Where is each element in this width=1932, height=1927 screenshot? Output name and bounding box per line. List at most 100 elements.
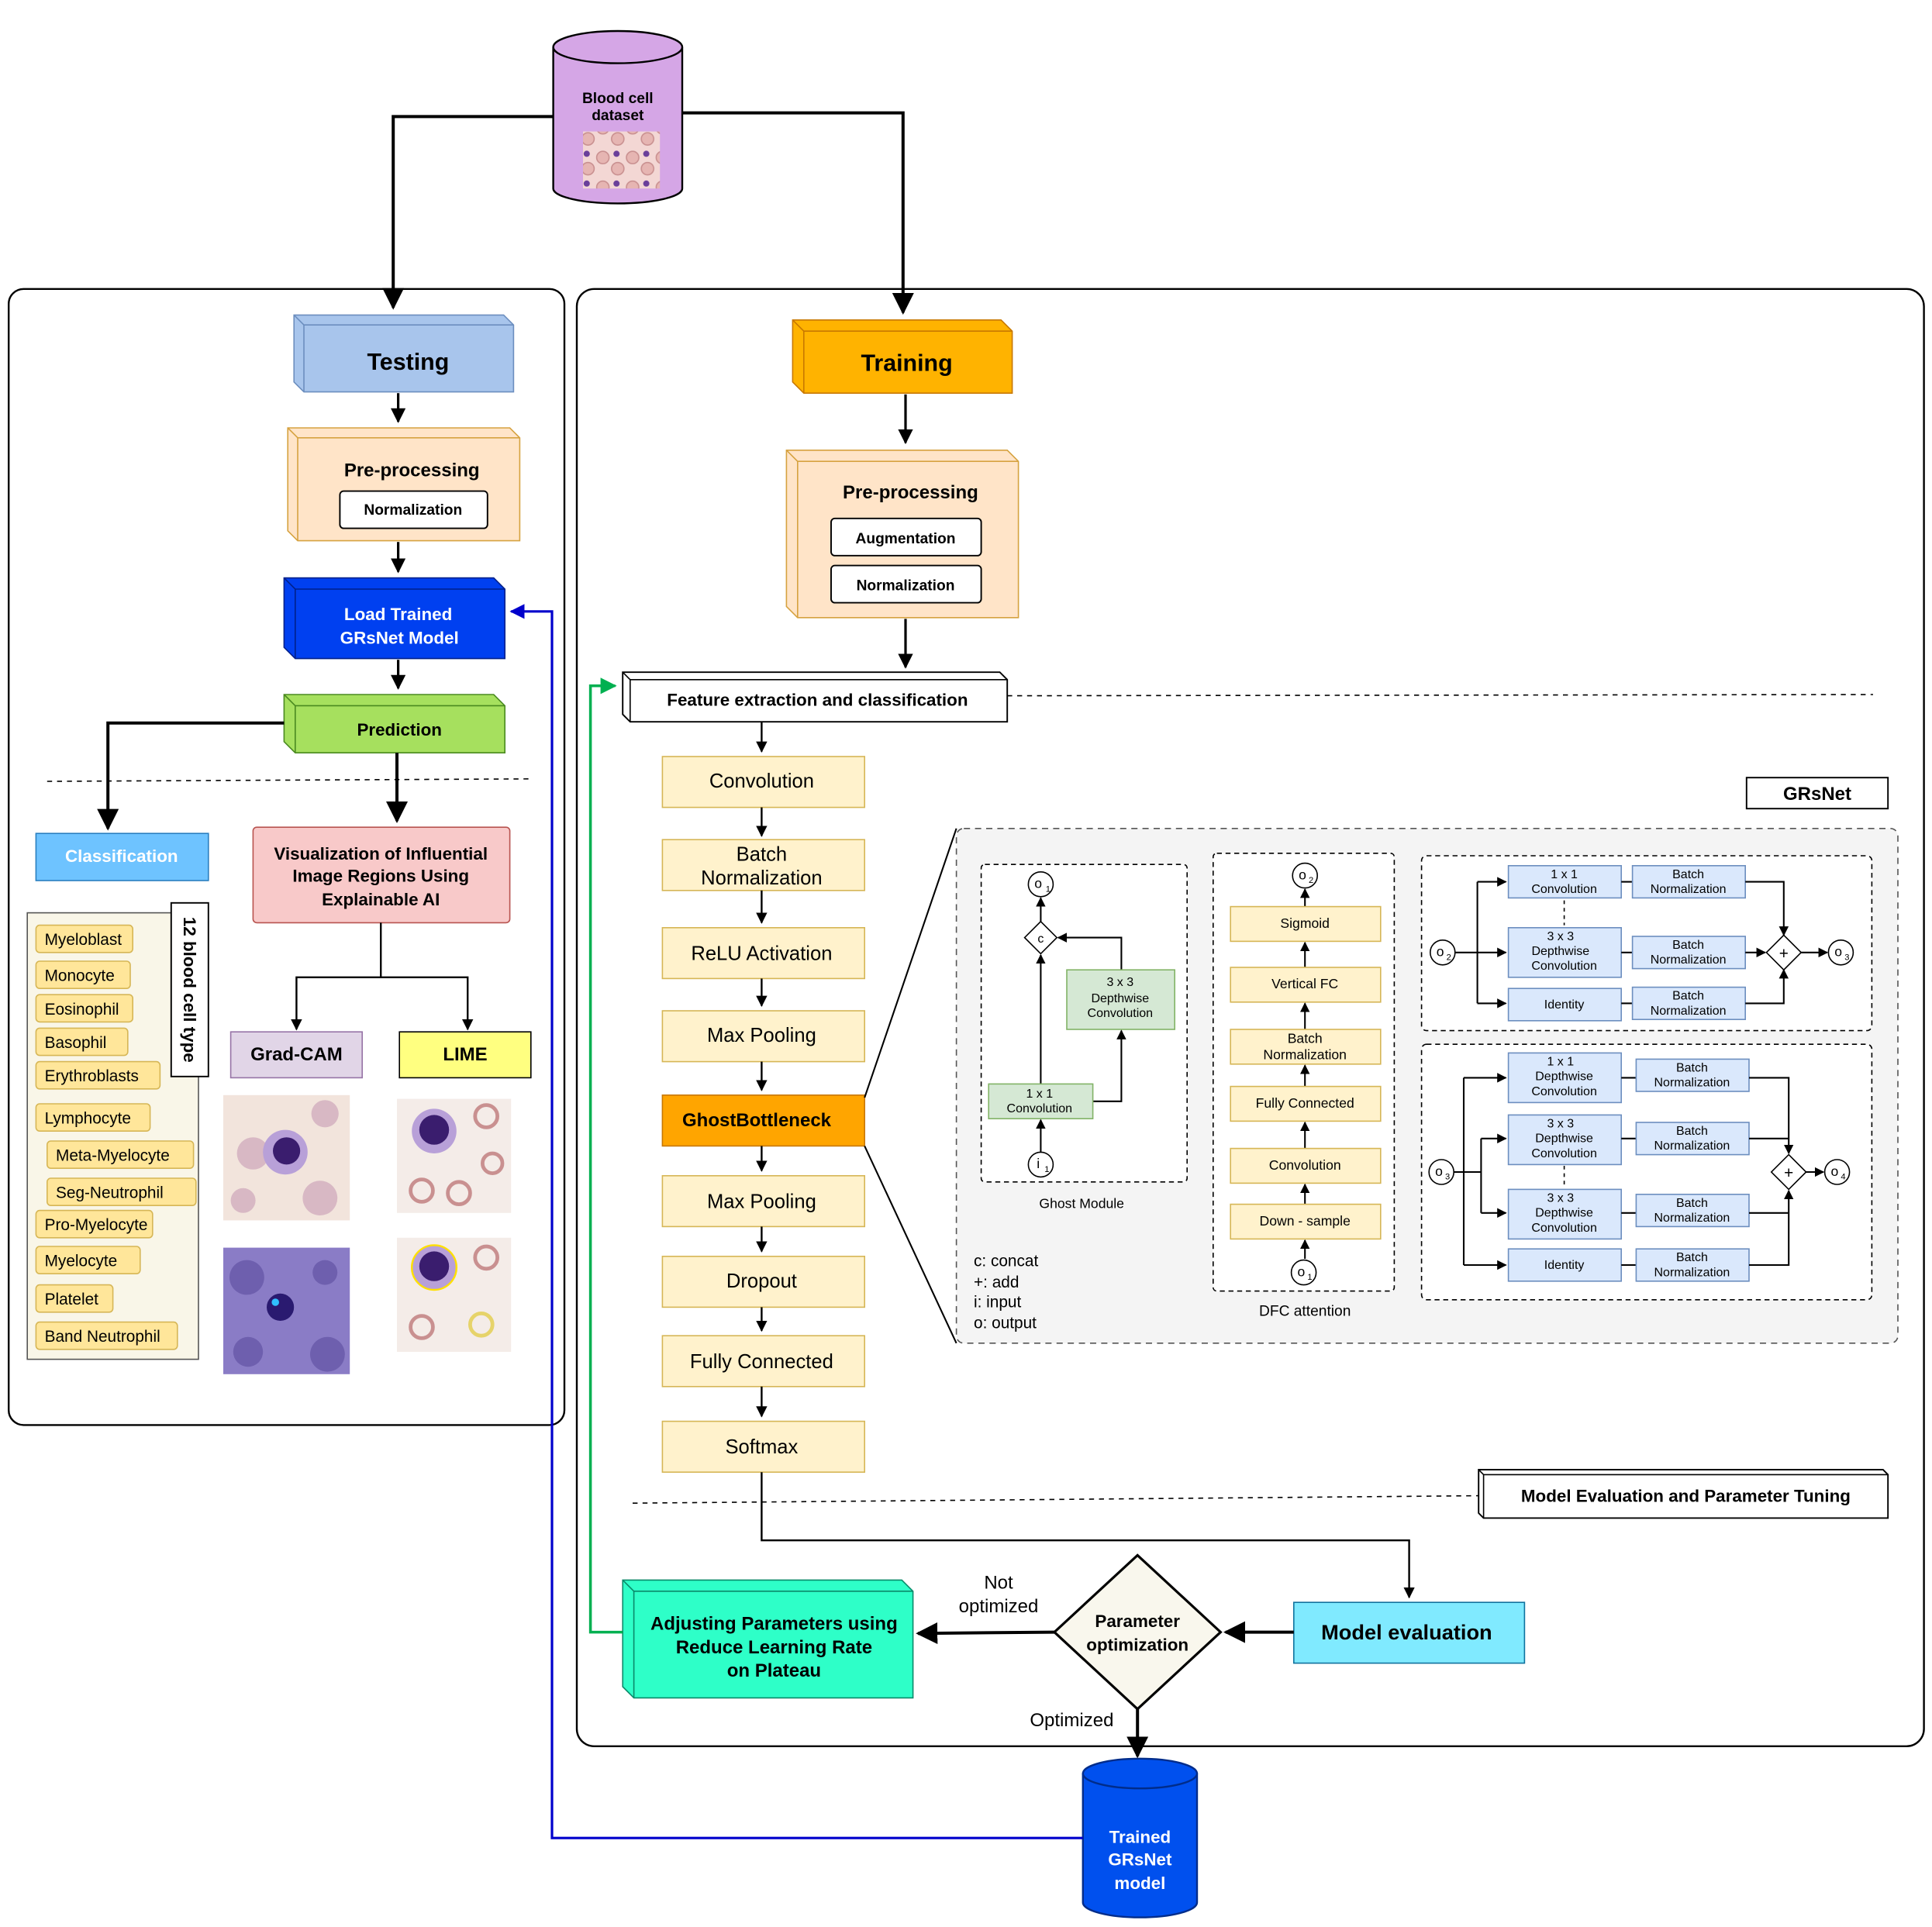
not-optimized-label-1: Not bbox=[984, 1573, 1013, 1594]
gradcam-box: Grad-CAM bbox=[229, 1031, 364, 1079]
ghost-conv-line1: 1 x 1 bbox=[1026, 1088, 1053, 1101]
classification-label: Classification bbox=[65, 846, 178, 866]
cell-type-label: Seg-Neutrophil bbox=[56, 1184, 164, 1202]
testing-box: Testing bbox=[293, 314, 515, 393]
cell-type-label: Lymphocyte bbox=[45, 1110, 131, 1128]
dfc-bn-line2: Normalization bbox=[1263, 1046, 1347, 1062]
parameter-optimization-diamond: Parameter optimization bbox=[1052, 1553, 1223, 1711]
block2-output-node: o bbox=[1831, 1163, 1839, 1179]
block2-bn3-line2: Normalization bbox=[1654, 1212, 1730, 1225]
cell-type-chip bbox=[35, 1246, 141, 1275]
block2-conv-line1: 1 x 1 bbox=[1547, 1055, 1574, 1068]
layer-batch-norm-line2: Normalization bbox=[701, 867, 822, 889]
cell-type-chip bbox=[35, 994, 134, 1023]
lime-box: LIME bbox=[398, 1031, 532, 1079]
evaluation-section-label: Model Evaluation and Parameter Tuning bbox=[1521, 1487, 1851, 1506]
dfc-sigmoid: Sigmoid bbox=[1280, 915, 1330, 931]
block2-dw2-line2: Depthwise bbox=[1535, 1207, 1593, 1220]
cell-type-label: Meta-Myelocyte bbox=[56, 1147, 170, 1165]
block1-identity: Identity bbox=[1544, 998, 1585, 1012]
trained-model-cylinder: Trained GRsNet model bbox=[1082, 1757, 1199, 1918]
layer-fully-connected: Fully Connected bbox=[690, 1351, 833, 1373]
dataset-thumbnail bbox=[583, 131, 661, 189]
dataset-label-2: dataset bbox=[592, 108, 644, 124]
legend-output: o: output bbox=[974, 1315, 1037, 1332]
adjusting-parameters-box: Adjusting Parameters using Reduce Learni… bbox=[622, 1579, 914, 1699]
ghost-dw-line3: Convolution bbox=[1088, 1007, 1154, 1020]
trained-model-label-1: Trained bbox=[1109, 1828, 1171, 1847]
block2-bn2-line2: Normalization bbox=[1654, 1139, 1730, 1153]
block1-bn3-line1: Batch bbox=[1672, 990, 1704, 1003]
cell-type-chip bbox=[35, 1209, 154, 1239]
adjusting-label-3: on Plateau bbox=[727, 1660, 821, 1681]
adjusting-label-2: Reduce Learning Rate bbox=[676, 1637, 872, 1658]
layer-relu: ReLU Activation bbox=[691, 943, 832, 964]
cell-type-list: MyeloblastMonocyteEosinophilBasophilEryt… bbox=[35, 924, 197, 1350]
feature-extraction-label: Feature extraction and classification bbox=[667, 690, 968, 709]
ghost-module-label: Ghost Module bbox=[1039, 1195, 1124, 1211]
block1-dw-line2: Depthwise bbox=[1531, 945, 1589, 958]
ghost-dw-line2: Depthwise bbox=[1091, 992, 1149, 1005]
prediction-box: Prediction bbox=[283, 694, 506, 754]
block1-add-node: + bbox=[1779, 945, 1789, 963]
cell-type-chip bbox=[35, 1027, 129, 1057]
visualization-label-3: Explainable AI bbox=[322, 890, 440, 909]
cell-types-label-box: 12 blood cell type bbox=[170, 901, 209, 1077]
load-model-label-2: GRsNet Model bbox=[340, 628, 459, 647]
block1-output-sub: 3 bbox=[1844, 953, 1849, 962]
legend: c: concat +: add i: input o: output bbox=[974, 1253, 1038, 1332]
visualization-label-2: Image Regions Using bbox=[292, 867, 469, 886]
evaluation-section-box: Model Evaluation and Parameter Tuning bbox=[1478, 1469, 1889, 1519]
block1-dw-line3: Convolution bbox=[1531, 960, 1597, 973]
cell-type-chip bbox=[47, 1140, 195, 1170]
cell-type-label: Eosinophil bbox=[45, 1001, 119, 1019]
testing-preprocessing-box: Pre-processing Normalization bbox=[287, 427, 521, 542]
trained-model-link-arrow bbox=[509, 604, 1083, 1839]
prediction-label: Prediction bbox=[357, 720, 441, 739]
cell-type-chip bbox=[35, 1321, 178, 1350]
block2-dw1-line2: Depthwise bbox=[1535, 1132, 1593, 1146]
feedback-loop-arrow bbox=[588, 677, 623, 1634]
block1-bn2-line1: Batch bbox=[1672, 939, 1704, 952]
ghost-module: o 1 c 3 x 3 Depthwise Convolution 1 x 1 … bbox=[980, 864, 1189, 1211]
block1-conv-line2: Convolution bbox=[1531, 883, 1597, 896]
block1-bn3-line2: Normalization bbox=[1651, 1005, 1727, 1018]
dfc-output-sub: 2 bbox=[1309, 876, 1313, 885]
cell-type-label: Basophil bbox=[45, 1034, 107, 1052]
cell-type-label: Erythroblasts bbox=[45, 1067, 139, 1085]
dataset-label-1: Blood cell bbox=[582, 91, 654, 107]
training-title: Training bbox=[861, 350, 952, 376]
layer-max-pooling-1: Max Pooling bbox=[707, 1025, 816, 1046]
cell-type-chip bbox=[35, 1060, 161, 1090]
ghost-concat-node: c bbox=[1037, 932, 1044, 946]
testing-preprocessing-title: Pre-processing bbox=[344, 460, 480, 481]
cell-type-label: Monocyte bbox=[45, 967, 115, 985]
visualization-label-1: Visualization of Influential bbox=[274, 844, 488, 864]
cell-type-chip bbox=[35, 960, 131, 990]
classification-box: Classification bbox=[35, 833, 209, 881]
dfc-attention: o 2 Sigmoid Vertical FC Batch Normalizat… bbox=[1213, 853, 1396, 1320]
block2-dw1-line1: 3 x 3 bbox=[1547, 1117, 1574, 1130]
dfc-bn-line1: Batch bbox=[1288, 1031, 1323, 1046]
not-optimized-label-2: optimized bbox=[959, 1596, 1039, 1617]
training-augmentation: Augmentation bbox=[856, 531, 956, 547]
block1-bn1-line2: Normalization bbox=[1651, 883, 1727, 896]
block1-output-node: o bbox=[1834, 944, 1842, 960]
layer-stack: Convolution Batch Normalization ReLU Act… bbox=[661, 722, 866, 1474]
gradcam-original-image bbox=[223, 1094, 350, 1221]
training-preprocessing-title: Pre-processing bbox=[843, 482, 978, 503]
parameter-opt-label-1: Parameter bbox=[1095, 1612, 1180, 1631]
ghost-input-node: i bbox=[1037, 1156, 1040, 1171]
model-evaluation-label: Model evaluation bbox=[1321, 1620, 1492, 1644]
legend-concat: c: concat bbox=[974, 1253, 1038, 1270]
block2-dw0-line3: Convolution bbox=[1531, 1085, 1597, 1098]
block1-bn1-line1: Batch bbox=[1672, 868, 1704, 881]
gradcam-heatmap-image bbox=[223, 1247, 350, 1374]
ghost-output-node: o bbox=[1034, 876, 1042, 891]
trained-model-label-3: model bbox=[1114, 1874, 1165, 1893]
feature-extraction-box: Feature extraction and classification bbox=[622, 671, 1009, 723]
residual-block-2: o 3 1 x 1 Depthwise Convolution 3 x 3 De… bbox=[1420, 1043, 1873, 1301]
layer-dropout: Dropout bbox=[726, 1270, 797, 1292]
cell-type-chip bbox=[35, 1284, 114, 1313]
